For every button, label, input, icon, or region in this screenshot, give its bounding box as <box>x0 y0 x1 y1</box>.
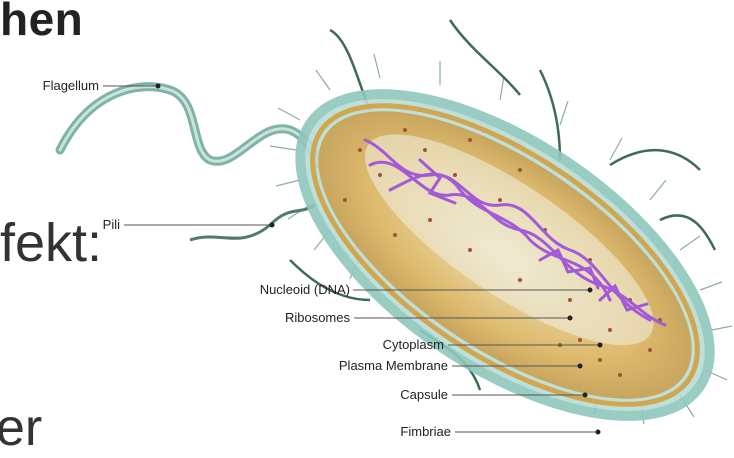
label-cytoplasm: Cytoplasm <box>383 337 444 352</box>
label-flagellum: Flagellum <box>43 78 99 93</box>
label-ribosomes: Ribosomes <box>285 310 351 325</box>
label-fimbriae: Fimbriae <box>400 424 451 439</box>
label-nucleoid: Nucleoid (DNA) <box>260 282 350 297</box>
flagellum-shape <box>60 87 320 165</box>
label-capsule: Capsule <box>400 387 448 402</box>
label-pili: Pili <box>103 217 120 232</box>
pili-strand-left <box>190 205 315 240</box>
bacterium-diagram: Flagellum Pili Nucleoid (DNA) Ribosomes … <box>0 0 734 446</box>
label-plasma-membrane: Plasma Membrane <box>339 358 448 373</box>
